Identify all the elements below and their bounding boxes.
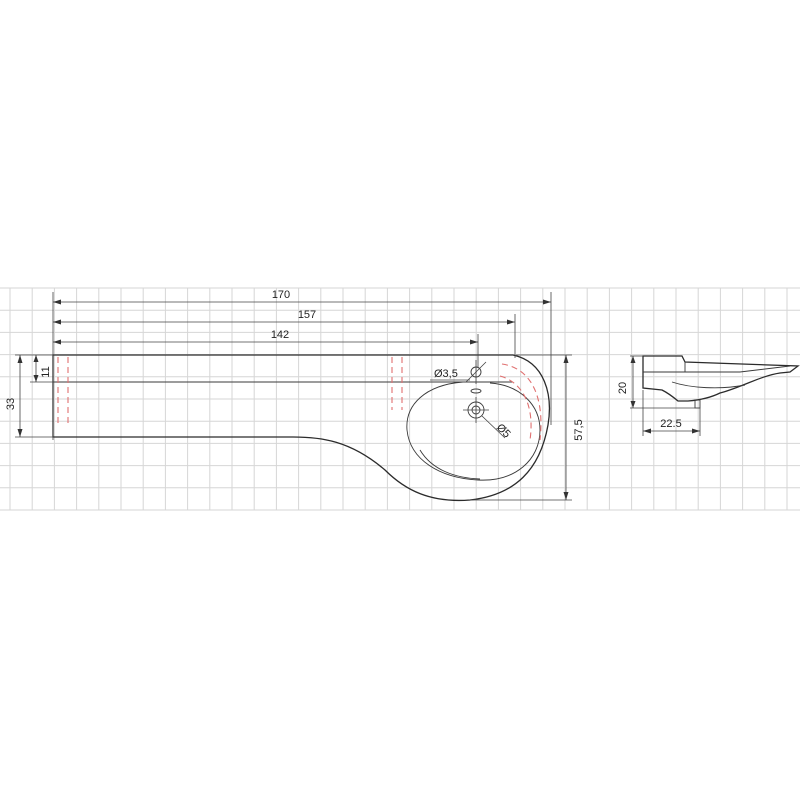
arrow-11-bottom	[33, 375, 39, 382]
arrow-33-bottom	[17, 429, 23, 437]
dim-33-label: 33	[5, 398, 17, 410]
arrow-20-top	[630, 356, 636, 363]
side-inner-slope	[688, 365, 791, 373]
arrow-157-right	[507, 319, 515, 325]
support-right-arc-outer	[501, 363, 542, 441]
arrow-142-left	[53, 339, 61, 345]
arrow-20-bottom	[630, 401, 636, 408]
arrow-157-left	[53, 319, 61, 325]
arrow-11-top	[33, 355, 39, 362]
basin-inner-line	[419, 449, 481, 480]
top-view: 170 157 142 33 11 57,5 Ø3	[5, 289, 585, 502]
dim-575-label: 57,5	[573, 419, 585, 440]
dim-142-label: 142	[271, 329, 289, 341]
support-right-arc-inner	[499, 375, 532, 441]
arrow-170-right	[543, 299, 551, 305]
side-view: 20 22.5	[617, 355, 800, 436]
dim-157-label: 157	[298, 309, 316, 321]
side-bowl-curve	[671, 381, 746, 389]
arrow-575-bottom	[563, 492, 569, 500]
arrow-170-left	[53, 299, 61, 305]
tap-hole-label: Ø3,5	[434, 368, 458, 380]
grid-background	[0, 287, 800, 511]
arrow-225-right	[692, 428, 700, 434]
basin-bowl	[406, 381, 541, 481]
arrow-575-top	[563, 355, 569, 363]
arrow-225-left	[643, 428, 651, 434]
side-profile	[642, 355, 800, 402]
dim-170-label: 170	[272, 289, 290, 301]
drain-leader	[481, 415, 506, 439]
drain-label: Ø5	[494, 422, 513, 441]
arrow-142-right	[470, 339, 478, 345]
arrow-33-top	[17, 355, 23, 363]
dim-11-label: 11	[40, 366, 52, 377]
overflow-slot	[470, 388, 482, 394]
dim-20-label: 20	[617, 382, 629, 394]
dim-225-label: 22.5	[660, 418, 681, 430]
side-drain-stub	[694, 399, 701, 409]
